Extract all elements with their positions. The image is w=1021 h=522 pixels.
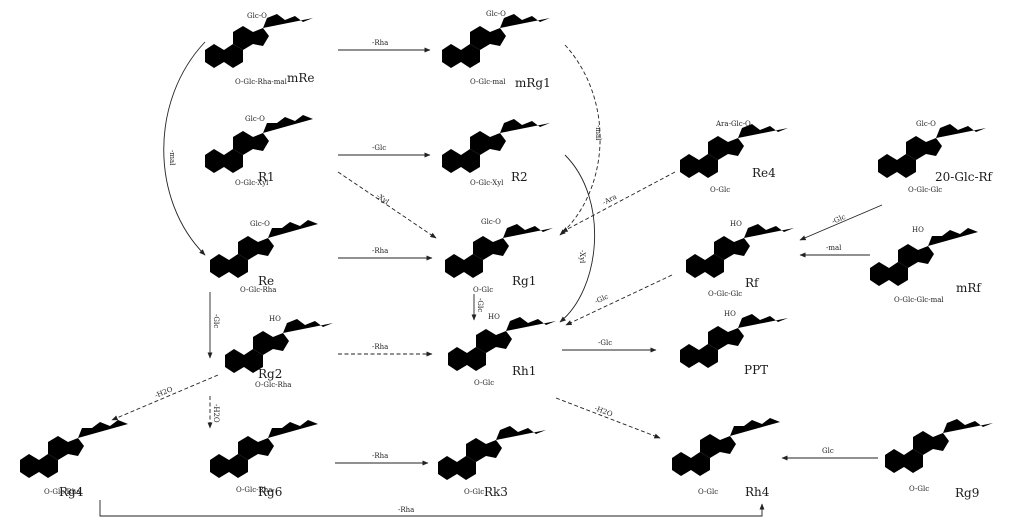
arrow-label-Rg1-Rh1: -Glc [476,298,484,312]
arrow-label-R1-Rg1: -Xyl [375,192,391,206]
label-mRe: mRe [287,71,315,85]
Rk3-c6-sub: O-Glc [464,488,484,496]
label-Rg2: Rg2 [258,367,282,381]
label-Rg6: Rg6 [258,485,282,499]
label-R1: R1 [258,170,275,184]
Rh1-c20-sub: HO [488,313,500,321]
Rg1-c6-sub: O-Glc [473,286,493,294]
20-Glc-Rf-structure: Glc-O O-Glc-Glc [870,120,993,194]
arrow-Rg4-Rh4 [99,500,765,517]
Rh4-structure: O-Glc [664,414,784,496]
arrow-label-Rg4-Rh4: -Rha [398,506,414,514]
Rh4-c6-sub: O-Glc [698,488,718,496]
arrow-Re4-Rg1 [561,171,676,233]
arrow-R1-Rg1 [337,171,437,239]
arrow-mRg1-Rg1 [559,44,601,236]
mRg1-c6-sub: O-Glc-mal [470,78,506,86]
mRf-c6-sub: O-Glc-Glc-mal [894,296,944,304]
R2-structure: O-Glc-Xyl [434,115,557,187]
Rg4-c6-sub: O-Glc-Rha [44,488,80,496]
Re4-c6-sub: O-Glc [710,186,730,194]
arrow-20-Glc-Rf-Rf [799,204,883,241]
label-Rh1: Rh1 [512,364,536,378]
R1-c20-sub: Glc-O [245,115,265,123]
arrow-label-Rf-Rh1: -Glc [593,293,609,306]
Re4-structure: Ara-Glc-O O-Glc [672,120,795,194]
arrow-Rg2-Rg4 [111,374,219,421]
arrow-label-Re4-Rg1: -Ara [601,193,618,207]
arrow-label-Rg2-Rg6: -H2O [212,404,220,423]
Rg1-structure: Glc-O O-Glc [437,218,560,294]
Re-c20-sub: Glc-O [250,220,270,228]
label-Rk3: Rk3 [484,485,508,499]
mRf-c20-sub: HO [912,226,924,234]
mRe-c6-sub: O-Glc-Rha-mal [235,78,288,86]
arrow-label-Re-Rg2: -Glc [212,314,220,328]
arrow-label-R2-Rh1: -Xyl [578,250,586,264]
arrow-label-mRe-Re: -mal [168,150,176,166]
label-mRf: mRf [956,281,982,295]
arrow-label-Re-Rg1: -Rha [372,247,388,255]
mRg1-c20-sub: Glc-O [486,10,506,18]
arrow-label-Rg9-Rh4: Glc [822,447,834,455]
20-Glc-Rf-c20-sub: Glc-O [916,120,936,128]
arrow-label-Rg2-Rh1: -Rha [372,343,388,351]
Rg9-c6-sub: O-Glc [909,485,929,493]
arrow-Rf-Rh1 [565,274,673,326]
label-R2: R2 [511,170,528,184]
Rk3-structure: O-Glc [430,422,553,496]
mRg1-structure: Glc-O O-Glc-mal [434,10,557,86]
Rf-c20-sub: HO [730,220,742,228]
label-Rg1: Rg1 [512,274,536,288]
Rh1-structure: HO O-Glc [440,313,563,387]
Rf-structure: HO O-Glc-Glc [678,220,801,298]
label-Rg9: Rg9 [955,486,979,500]
label-Re: Re [258,274,274,288]
Rf-c6-sub: O-Glc-Glc [708,290,742,298]
Rg2-c6-sub: O-Glc-Rha [255,381,291,389]
label-mRg1: mRg1 [515,76,551,90]
R1-structure: Glc-O O-Glc-Xyl [197,111,317,187]
Re4-c20-sub: Ara-Glc-O [715,120,751,128]
PPT-structure: HO [672,310,795,380]
arrow-R2-Rh1 [559,154,596,323]
Rg9-structure: O-Glc [877,415,1000,493]
arrow-label-mRe-mRg1: -Rha [372,39,388,47]
20-Glc-Rf-c6-sub: O-Glc-Glc [908,186,942,194]
Rg2-structure: HO O-Glc-Rha [217,315,340,389]
mRe-structure: Glc-O O-Glc-Rha-mal [197,10,320,86]
label-Rf: Rf [745,276,760,290]
PPT-c20-sub: HO [724,310,736,318]
arrow-label-R1-R2: -Glc [372,144,386,152]
arrow-label-mRg1-Rg1: -mal [594,125,602,141]
label-PPT: PPT [744,363,768,377]
label-20-Glc-Rf: 20-Glc-Rf [935,170,994,184]
R2-c6-sub: O-Glc-Xyl [470,179,504,187]
arrow-label-mRf-Rf: -mal [826,244,842,252]
arrow-label-Rh1-Rh4: -H2O [593,404,614,418]
label-Re4: Re4 [752,166,776,180]
Rg2-c20-sub: HO [269,315,281,323]
mRf-structure: HO O-Glc-Glc-mal [862,224,982,304]
Re-structure: Glc-O O-Glc-Rha [202,216,322,294]
Rg6-c6-sub: O-Glc-Rha [236,486,272,494]
label-Rg4: Rg4 [59,485,84,499]
arrow-label-Rh1-PPT: -Glc [598,339,612,347]
Rg6-structure: O-Glc-Rha [202,416,322,494]
Rg1-c20-sub: Glc-O [481,218,501,226]
label-Rh4: Rh4 [745,485,770,499]
arrow-Rh1-Rh4 [555,397,661,439]
arrow-label-Rg6-Rk3: -Rha [372,452,388,460]
R1-c6-sub: O-Glc-Xyl [235,179,269,187]
Rg4-structure: O-Glc-Rha [12,416,132,496]
arrow-mRe-Re [163,41,206,256]
Rh1-c6-sub: O-Glc [474,379,494,387]
Re-c6-sub: O-Glc-Rha [240,286,276,294]
mRe-c20-sub: Glc-O [247,12,267,20]
